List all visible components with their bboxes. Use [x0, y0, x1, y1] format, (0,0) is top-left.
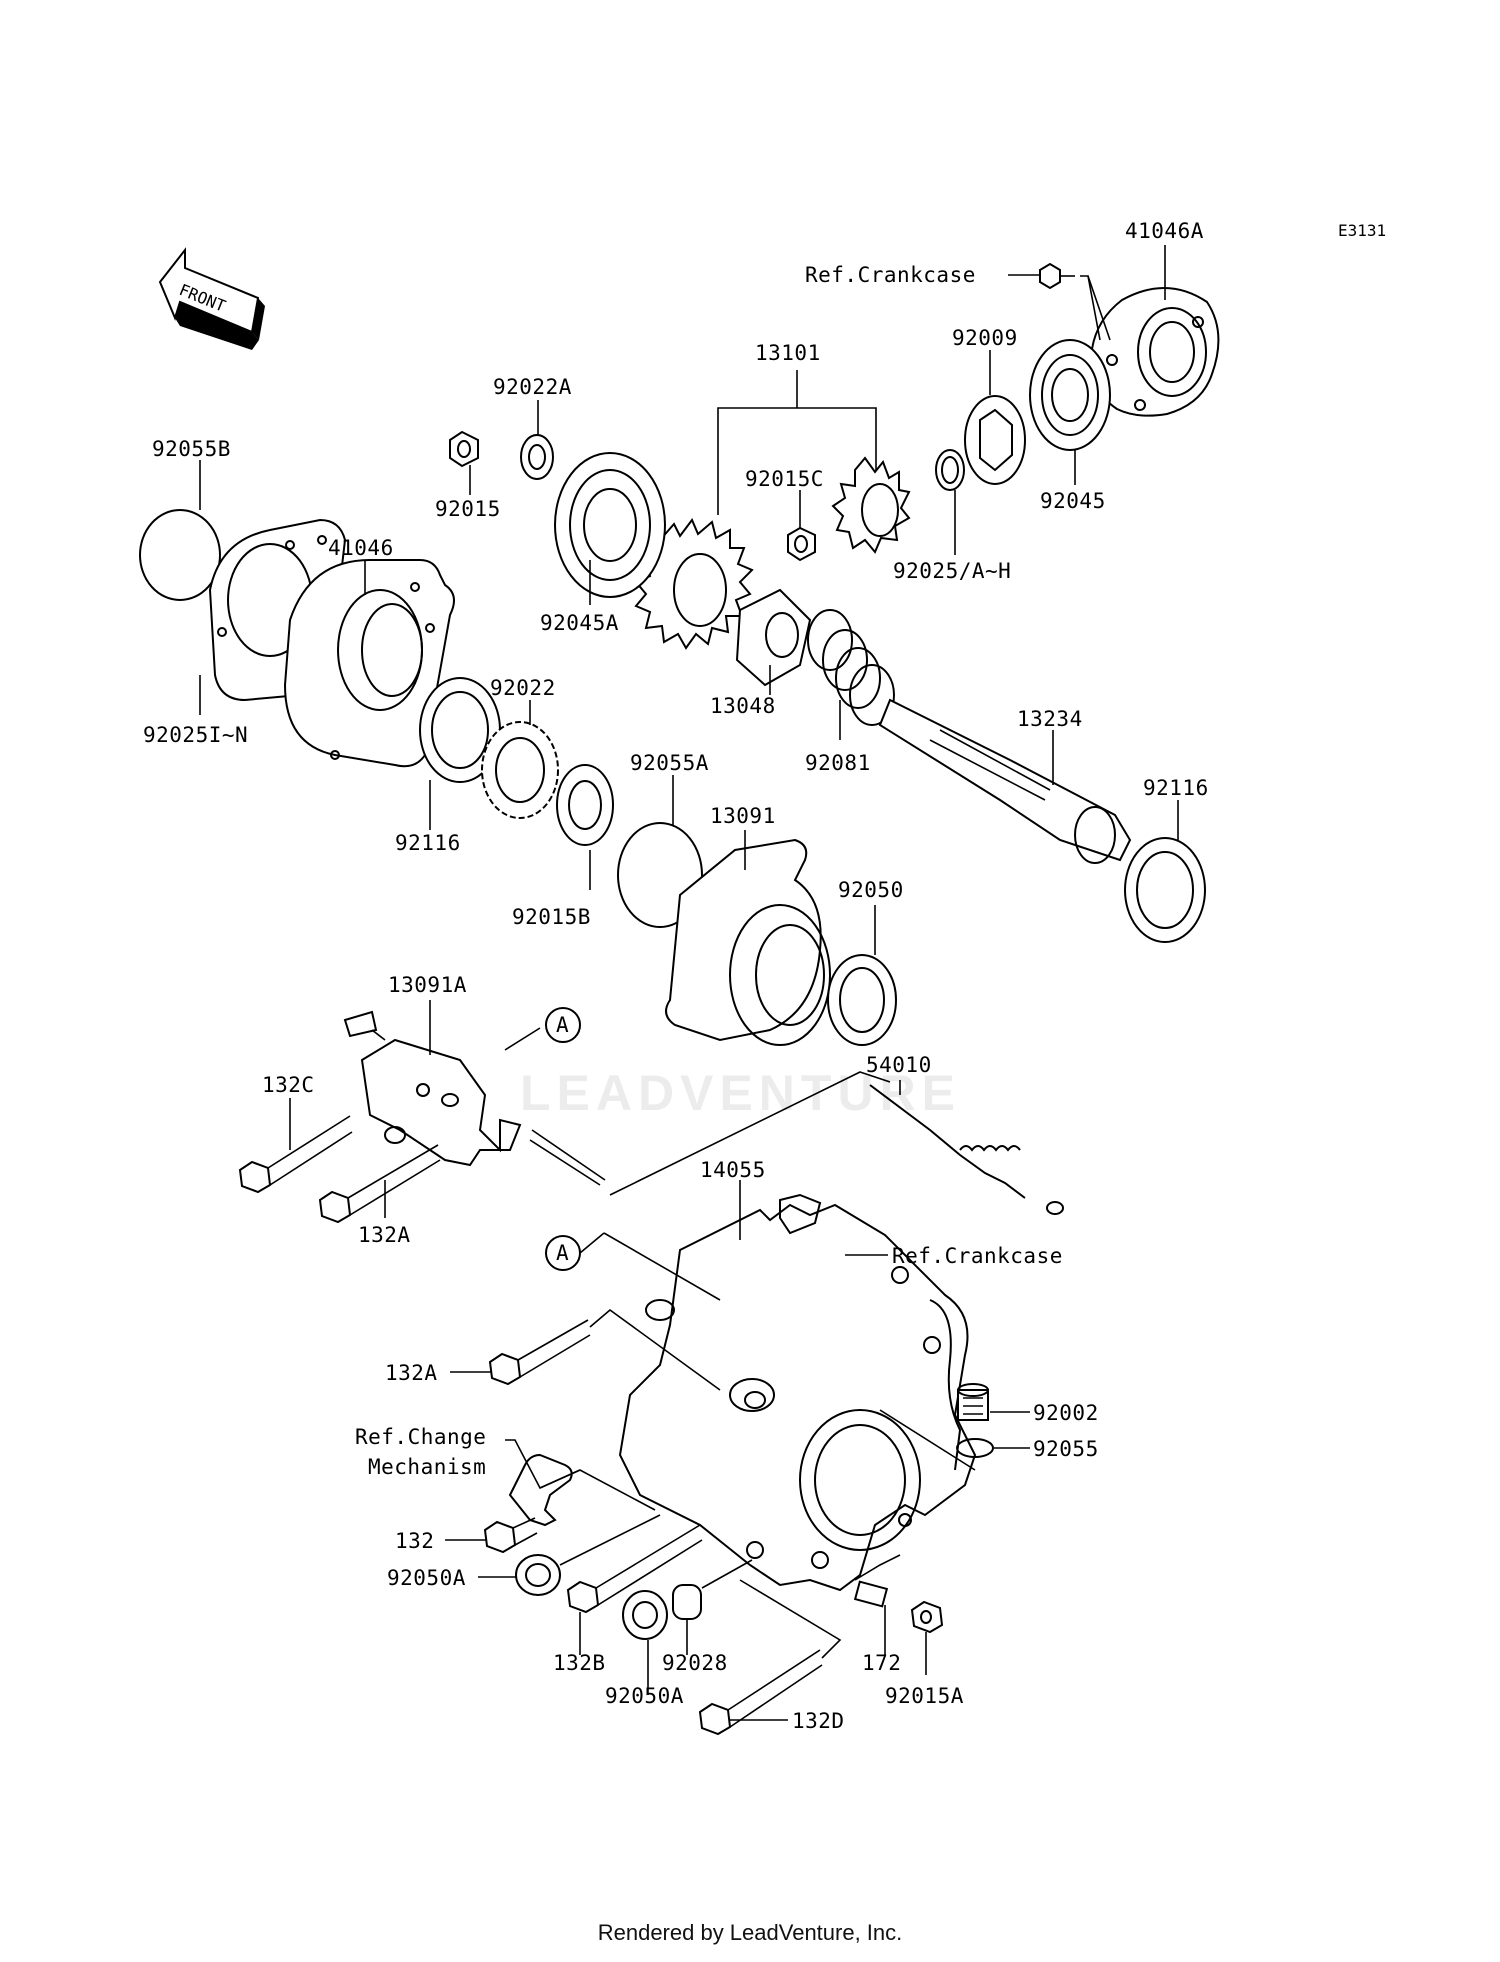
- label-132: 132: [395, 1529, 434, 1553]
- label-92045: 92045: [1040, 489, 1106, 513]
- label-92015B: 92015B: [512, 905, 591, 929]
- part-14055-crankcase-cover: [618, 1193, 977, 1592]
- part-13048-coupling: [735, 588, 812, 687]
- label-92028: 92028: [662, 1651, 728, 1675]
- footer-rendered-by: Rendered by LeadVenture, Inc.: [597, 1920, 903, 1945]
- label-92116-left: 92116: [395, 831, 461, 855]
- label-92002: 92002: [1033, 1401, 1099, 1425]
- label-13091A: 13091A: [388, 973, 467, 997]
- part-92028-sleeve: [672, 1584, 702, 1620]
- label-circle-A-top: A: [556, 1013, 569, 1037]
- label-13234: 13234: [1017, 707, 1083, 731]
- label-132D: 132D: [792, 1709, 845, 1733]
- label-13101: 13101: [755, 341, 821, 365]
- part-92050A-seal-left: [515, 1554, 561, 1596]
- label-92022: 92022: [490, 676, 556, 700]
- label-92116-right: 92116: [1143, 776, 1209, 800]
- part-132-bolt: [483, 1517, 538, 1554]
- part-92025AH-shim: [935, 449, 965, 491]
- part-13091-housing: [665, 838, 831, 1046]
- label-132A-top: 132A: [358, 1223, 411, 1247]
- label-14055: 14055: [700, 1158, 766, 1182]
- front-arrow-icon: FRONT: [158, 247, 265, 350]
- label-132A-bottom: 132A: [385, 1361, 438, 1385]
- part-92015B-nut: [556, 764, 614, 846]
- label-92050A-left: 92050A: [387, 1566, 466, 1590]
- label-92022A: 92022A: [493, 375, 572, 399]
- part-92055A-o-ring: [617, 822, 703, 928]
- bolt-ref-crankcase-top: [1039, 262, 1075, 290]
- diagram-code: E3131: [1338, 221, 1386, 240]
- part-92116-seal-right: [1124, 837, 1206, 943]
- label-92081: 92081: [805, 751, 871, 775]
- label-92055B: 92055B: [152, 437, 231, 461]
- part-132A-bolt-top: [318, 1144, 441, 1224]
- label-92015C: 92015C: [745, 467, 824, 491]
- part-13101-bevel-gear-left: [634, 518, 754, 650]
- part-13091A-lever-assembly: [343, 1010, 522, 1167]
- label-ref-change-line2: Mechanism: [368, 1455, 486, 1479]
- part-132D-bolt: [698, 1649, 823, 1736]
- part-13234-shaft: [878, 698, 1132, 864]
- part-92081-spring: [807, 609, 895, 726]
- part-92022A-washer: [520, 434, 554, 480]
- label-ref-change-line1: Ref.Change: [355, 1425, 486, 1449]
- label-132C: 132C: [262, 1073, 315, 1097]
- part-92009-retainer: [964, 395, 1026, 485]
- label-92055: 92055: [1033, 1437, 1099, 1461]
- label-132B: 132B: [553, 1651, 606, 1675]
- label-ref-crankcase-top: Ref.Crankcase: [805, 263, 976, 287]
- label-92055A: 92055A: [630, 751, 709, 775]
- label-circle-A-bottom: A: [556, 1241, 569, 1265]
- label-92045A: 92045A: [540, 611, 619, 635]
- callout-labels: 41046A Ref.Crankcase 13101 92009 92022A …: [143, 219, 1209, 1733]
- label-ref-crankcase-mid: Ref.Crankcase: [892, 1244, 1063, 1268]
- part-92015C-nut: [787, 526, 816, 562]
- part-92022-lock-washer: [481, 721, 559, 819]
- part-92002-plug: [957, 1383, 989, 1421]
- part-41046-housing: [283, 559, 455, 768]
- part-92050A-seal-bottom: [622, 1590, 668, 1640]
- part-92015-nut: [449, 430, 479, 468]
- part-132A-bolt-bottom: [488, 1319, 591, 1386]
- label-41046: 41046: [328, 536, 394, 560]
- label-92025AH: 92025/A~H: [893, 559, 1011, 583]
- label-92009: 92009: [952, 326, 1018, 350]
- label-92025IN: 92025I~N: [143, 723, 248, 747]
- part-92045A-bearing: [554, 452, 666, 598]
- label-92050A-bottom: 92050A: [605, 1684, 684, 1708]
- label-13048: 13048: [710, 694, 776, 718]
- part-change-mechanism-ref: [508, 1453, 573, 1527]
- part-172-stud: [853, 1580, 889, 1608]
- label-54010: 54010: [866, 1053, 932, 1077]
- label-92015A: 92015A: [885, 1684, 964, 1708]
- label-41046A: 41046A: [1125, 219, 1204, 243]
- circle-A-top-marker: [545, 1007, 581, 1043]
- part-132B-bolt: [566, 1524, 703, 1614]
- part-92050-seal: [827, 954, 897, 1046]
- part-92055B-o-ring: [139, 509, 221, 601]
- part-132C-bolt: [238, 1115, 353, 1194]
- label-172: 172: [862, 1651, 901, 1675]
- part-13101-bevel-gear-right: [831, 456, 911, 554]
- part-92015A-nut: [910, 1600, 944, 1634]
- part-92045-bearing: [1029, 339, 1111, 451]
- label-92050: 92050: [838, 878, 904, 902]
- watermark-text: LEADVENTURE: [520, 1065, 961, 1121]
- part-54010-cable: [529, 1084, 1064, 1215]
- label-92015: 92015: [435, 497, 501, 521]
- label-13091: 13091: [710, 804, 776, 828]
